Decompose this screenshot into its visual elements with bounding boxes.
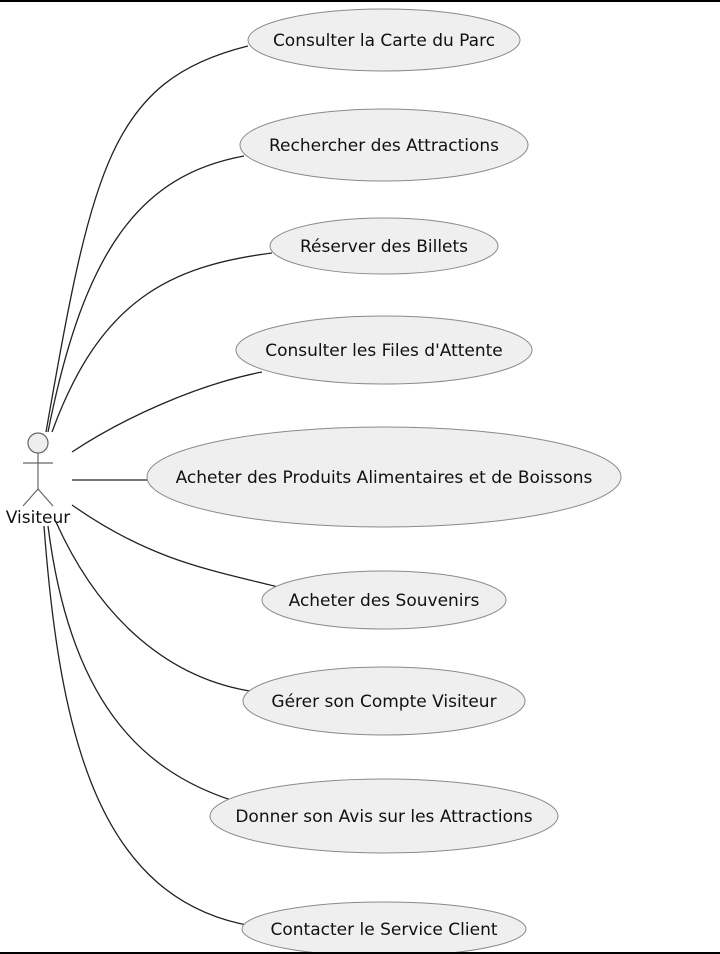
use-case-label: Consulter la Carte du Parc <box>273 31 495 51</box>
use-case-ellipse <box>261 570 507 630</box>
use-case-ellipse <box>242 666 526 736</box>
actor-right-leg <box>37 488 54 507</box>
association-line-uc1 <box>45 45 249 433</box>
actor-label: Visiteur <box>6 508 70 528</box>
association-line-uc3 <box>51 252 273 433</box>
use-case-label: Réserver des Billets <box>300 237 468 257</box>
use-case-uc5[interactable]: Acheter des Produits Alimentaires et de … <box>146 426 622 528</box>
use-case-label: Contacter le Service Client <box>270 920 497 940</box>
use-case-ellipse <box>269 217 499 275</box>
association-line-uc2 <box>47 155 245 433</box>
association-line-uc4 <box>71 371 263 453</box>
use-case-ellipse <box>209 778 559 854</box>
use-case-ellipse <box>146 426 622 528</box>
use-case-uc8[interactable]: Donner son Avis sur les Attractions <box>209 778 559 854</box>
actor-visiteur[interactable]: Visiteur <box>6 432 70 528</box>
use-case-uc7[interactable]: Gérer son Compte Visiteur <box>242 666 526 736</box>
use-case-ellipse <box>241 901 527 954</box>
use-case-ellipse <box>235 315 533 385</box>
association-line-uc9 <box>43 525 253 927</box>
use-case-ellipse <box>239 108 529 182</box>
use-case-uc2[interactable]: Rechercher des Attractions <box>239 108 529 182</box>
use-case-label: Donner son Avis sur les Attractions <box>235 807 532 827</box>
use-case-label: Acheter des Souvenirs <box>289 591 480 611</box>
use-case-uc3[interactable]: Réserver des Billets <box>269 217 499 275</box>
use-case-label: Acheter des Produits Alimentaires et de … <box>176 468 593 488</box>
association-line-uc8 <box>47 525 232 801</box>
actor-left-leg <box>22 488 39 507</box>
association-line-uc7 <box>55 521 257 693</box>
top-border <box>0 0 720 2</box>
bottom-border <box>0 952 720 954</box>
use-case-label: Consulter les Files d'Attente <box>265 341 503 361</box>
associations <box>43 45 279 927</box>
use-case-uc9[interactable]: Contacter le Service Client <box>241 901 527 954</box>
use-case-label: Gérer son Compte Visiteur <box>271 692 496 712</box>
use-case-ellipse <box>247 8 521 72</box>
use-case-label: Rechercher des Attractions <box>269 136 499 156</box>
use-case-uc6[interactable]: Acheter des Souvenirs <box>261 570 507 630</box>
actor-head <box>27 432 49 454</box>
association-line-uc6 <box>71 504 279 588</box>
use-case-uc1[interactable]: Consulter la Carte du Parc <box>247 8 521 72</box>
use-case-uc4[interactable]: Consulter les Files d'Attente <box>235 315 533 385</box>
